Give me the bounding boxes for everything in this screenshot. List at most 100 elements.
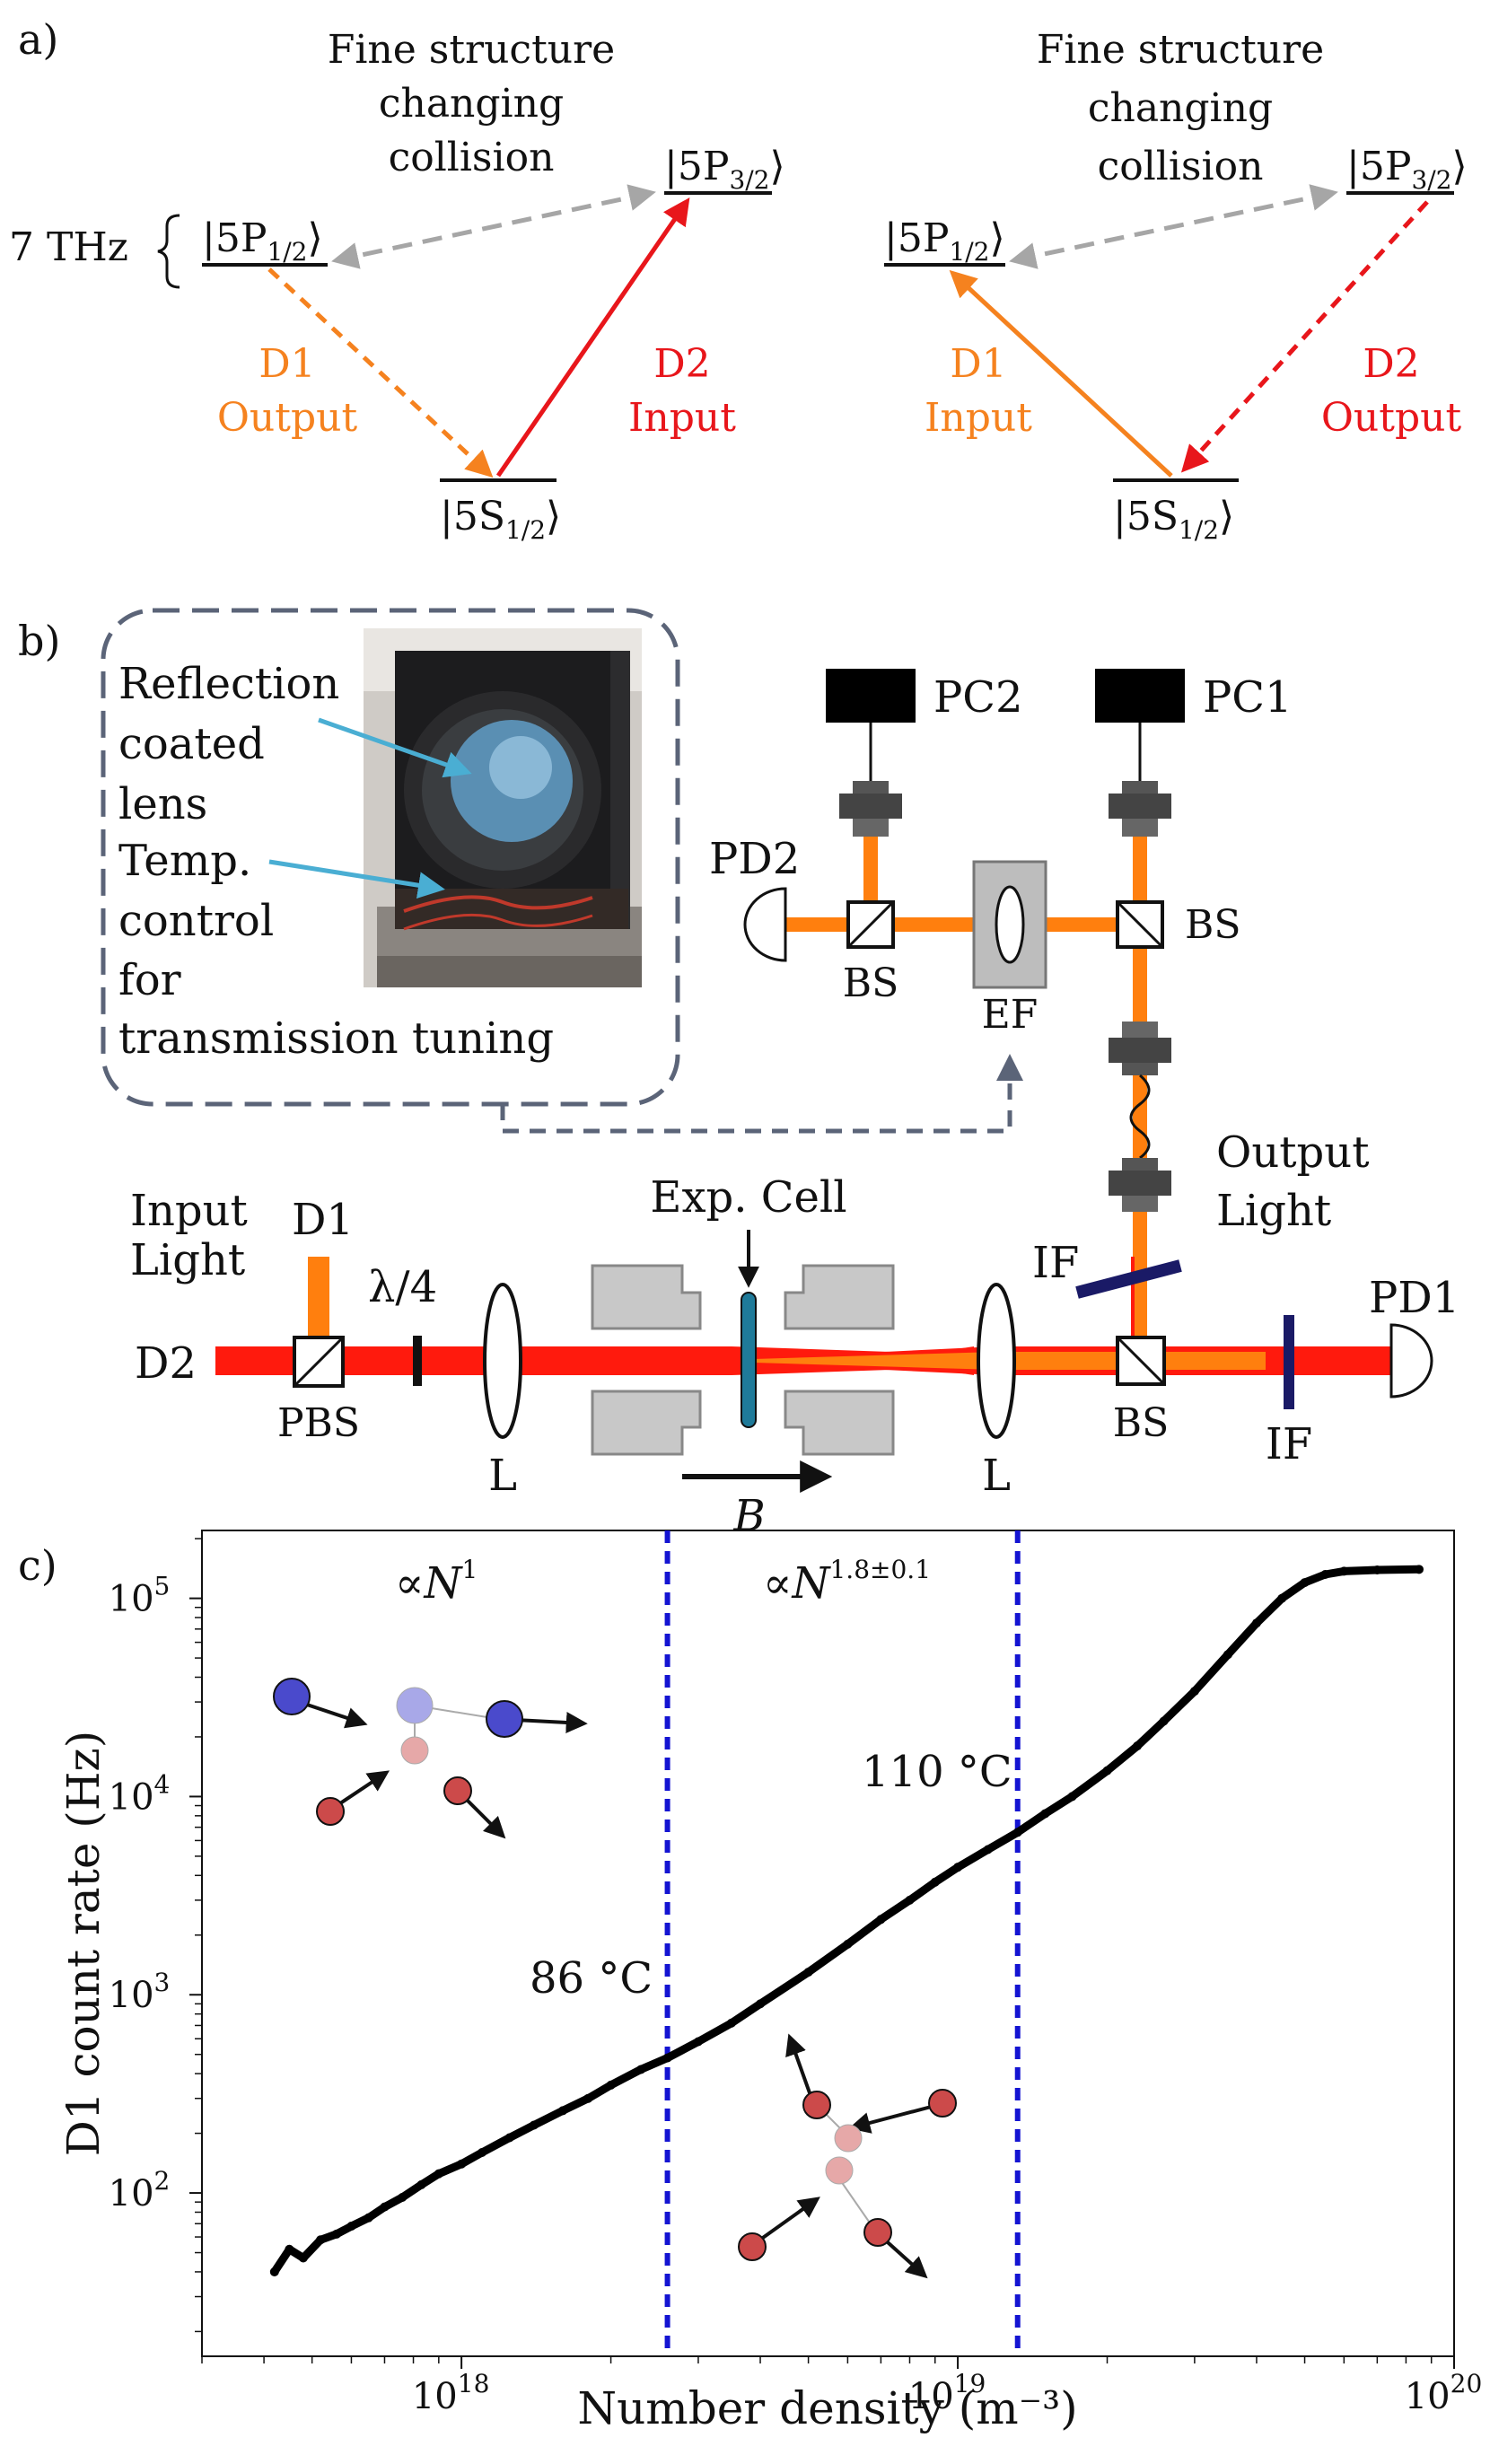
b-field-label: B [732, 1491, 765, 1541]
panel-a: a) 7 THz Fine structure changing collisi… [9, 15, 1468, 545]
series-0-point-27 [930, 1877, 940, 1887]
series-0-point-8 [398, 2192, 408, 2202]
inset-line-reflection: Reflection [118, 659, 339, 709]
series-0-point-23 [803, 1968, 813, 1977]
panel-a-label: a) [18, 15, 58, 64]
series-0-point-39 [1277, 1593, 1287, 1603]
series-0-point-32 [1067, 1792, 1077, 1802]
inset-line-control: control [118, 896, 274, 946]
panel-b-label: b) [18, 617, 60, 665]
pd1-detector [1389, 1323, 1433, 1399]
scatter-series [269, 1565, 1424, 2276]
right-title-line-1: Fine structure [1037, 27, 1324, 73]
input-light-line-2: Light [130, 1235, 245, 1285]
series-0-point-33 [1102, 1766, 1112, 1776]
ef-label: EF [982, 992, 1039, 1038]
quarter-wave-plate [413, 1336, 422, 1386]
left-d1-arrow [267, 267, 494, 478]
series-0-point-3 [316, 2235, 326, 2245]
series-0-point-34 [1133, 1741, 1143, 1751]
coupler-mid-upper [1109, 1022, 1171, 1075]
temp-pointer-arrow [268, 859, 445, 899]
series-0-point-25 [876, 1915, 886, 1925]
collision-illustration-lower [738, 2033, 957, 2279]
left-title-line-3: collision [389, 135, 555, 180]
series-0-point-2 [298, 2253, 308, 2263]
bs-lower-label: BS [1113, 1400, 1169, 1446]
freq-brace [157, 214, 180, 289]
series-0-point-16 [583, 2093, 593, 2103]
left-d1-line-1: D1 [259, 341, 315, 387]
right-collision-arrow [1009, 184, 1338, 269]
series-0-point-40 [1300, 1578, 1310, 1588]
panel-c-label: c) [18, 1541, 57, 1590]
left-d2-arrow [495, 197, 690, 478]
bs-upper-left-label: BS [843, 960, 898, 1006]
pc2-detector [826, 669, 916, 723]
output-light-line-2: Light [1216, 1186, 1331, 1236]
regime-lines [664, 1530, 1021, 2356]
left-p12-label: |5P1/2⟩ [202, 215, 323, 267]
fiber-loop [1129, 1074, 1151, 1160]
if-lower-label: IF [1266, 1419, 1312, 1469]
series-0-point-38 [1251, 1618, 1261, 1628]
series-0-point-22 [756, 1999, 766, 2009]
lens-right-label: L [982, 1451, 1011, 1501]
left-p32-label: |5P3/2⟩ [664, 144, 785, 195]
series-0-point-35 [1159, 1716, 1169, 1726]
y-axis-label: D1 count rate (Hz) [57, 1731, 110, 2157]
series-0-point-10 [434, 2169, 443, 2179]
d1-input-label: D1 [292, 1195, 354, 1245]
y-tick-label-0: 102 [109, 2166, 171, 2214]
pc1-detector [1095, 669, 1185, 723]
inset-box [101, 608, 680, 1107]
region-2-label: ∝N1.8±0.1 [763, 1555, 931, 1609]
lens-left [483, 1283, 522, 1439]
left-s12-label: |5S1/2⟩ [440, 494, 561, 545]
x-tick-label-0: 1018 [412, 2369, 490, 2417]
pc1-label: PC1 [1203, 672, 1293, 723]
series-0-point-11 [457, 2159, 467, 2169]
exp-cell-label: Exp. Cell [650, 1172, 846, 1223]
series-0-point-19 [662, 2053, 672, 2063]
quarter-wave-label: λ/4 [368, 1262, 437, 1312]
right-title-line-3: collision [1098, 144, 1264, 189]
inset-line-tuning: transmission tuning [118, 1013, 554, 1064]
right-p12-label: |5P1/2⟩ [884, 215, 1005, 267]
magnet-top-left [591, 1264, 702, 1330]
left-title-line-1: Fine structure [328, 27, 615, 73]
experiment-cell [741, 1292, 757, 1428]
right-d1-arrow [949, 269, 1173, 478]
series-0-point-6 [364, 2213, 373, 2223]
y-tick-label-2: 104 [109, 1769, 171, 1818]
series-0-point-13 [504, 2133, 514, 2143]
series-0-point-31 [1040, 1809, 1050, 1819]
interference-filter-lower [1284, 1315, 1294, 1409]
right-d2-line-2: Output [1321, 395, 1462, 441]
left-d2-line-2: Input [628, 395, 736, 441]
series-0-point-12 [478, 2147, 487, 2157]
right-d1-line-2: Input [925, 395, 1032, 441]
temp-86-label: 86 °C [530, 1953, 653, 2004]
series-0-point-1 [285, 2244, 294, 2254]
x-tick-label-1: 1019 [908, 2369, 986, 2417]
series-0-point-26 [905, 1895, 915, 1905]
series-0-point-5 [346, 2222, 356, 2232]
inset-line-for: for [118, 955, 181, 1005]
series-0-point-0 [269, 2267, 279, 2276]
interference-filter-upper [1075, 1259, 1182, 1299]
coupler-pc1 [1109, 781, 1171, 837]
right-d1-line-1: D1 [950, 341, 1006, 387]
lens-mount-photo [364, 628, 642, 987]
d2-input-label: D2 [135, 1338, 197, 1389]
pd2-label: PD2 [709, 834, 800, 884]
series-0-point-4 [331, 2229, 341, 2239]
series-0-point-29 [983, 1845, 993, 1855]
series-0-point-44 [1414, 1565, 1424, 1574]
left-d1-line-2: Output [217, 395, 358, 441]
inset-line-lens: lens [118, 779, 207, 829]
right-level-diagram: Fine structure changing collision |5P3/2… [884, 27, 1468, 545]
